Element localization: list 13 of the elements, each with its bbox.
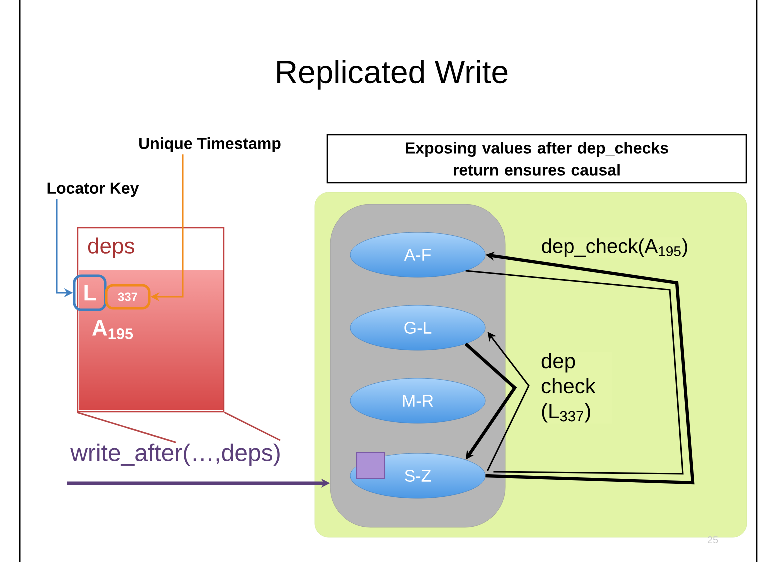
timestamp-number: 337 — [105, 284, 151, 310]
write-call-text: write_after(…,deps) — [70, 444, 280, 466]
edge-label: dep check (L$_{337}$) — [540, 352, 612, 424]
annotation-text: Locator Key — [48, 182, 140, 198]
slide-title: Replicated Write — [278, 60, 508, 90]
locator-key-letter: L — [73, 274, 107, 312]
edge-label: dep_check(A$_{195}$) — [540, 238, 690, 258]
connector-line — [466, 270, 684, 475]
connector-line — [77, 412, 176, 444]
dependency-entry: A$_{195}$ — [92, 320, 134, 340]
annotation-text: Unique Timestamp — [140, 138, 281, 152]
callout-box: Exposing values after dep_checks return ensures causal — [326, 134, 748, 184]
connector-line — [224, 412, 281, 442]
